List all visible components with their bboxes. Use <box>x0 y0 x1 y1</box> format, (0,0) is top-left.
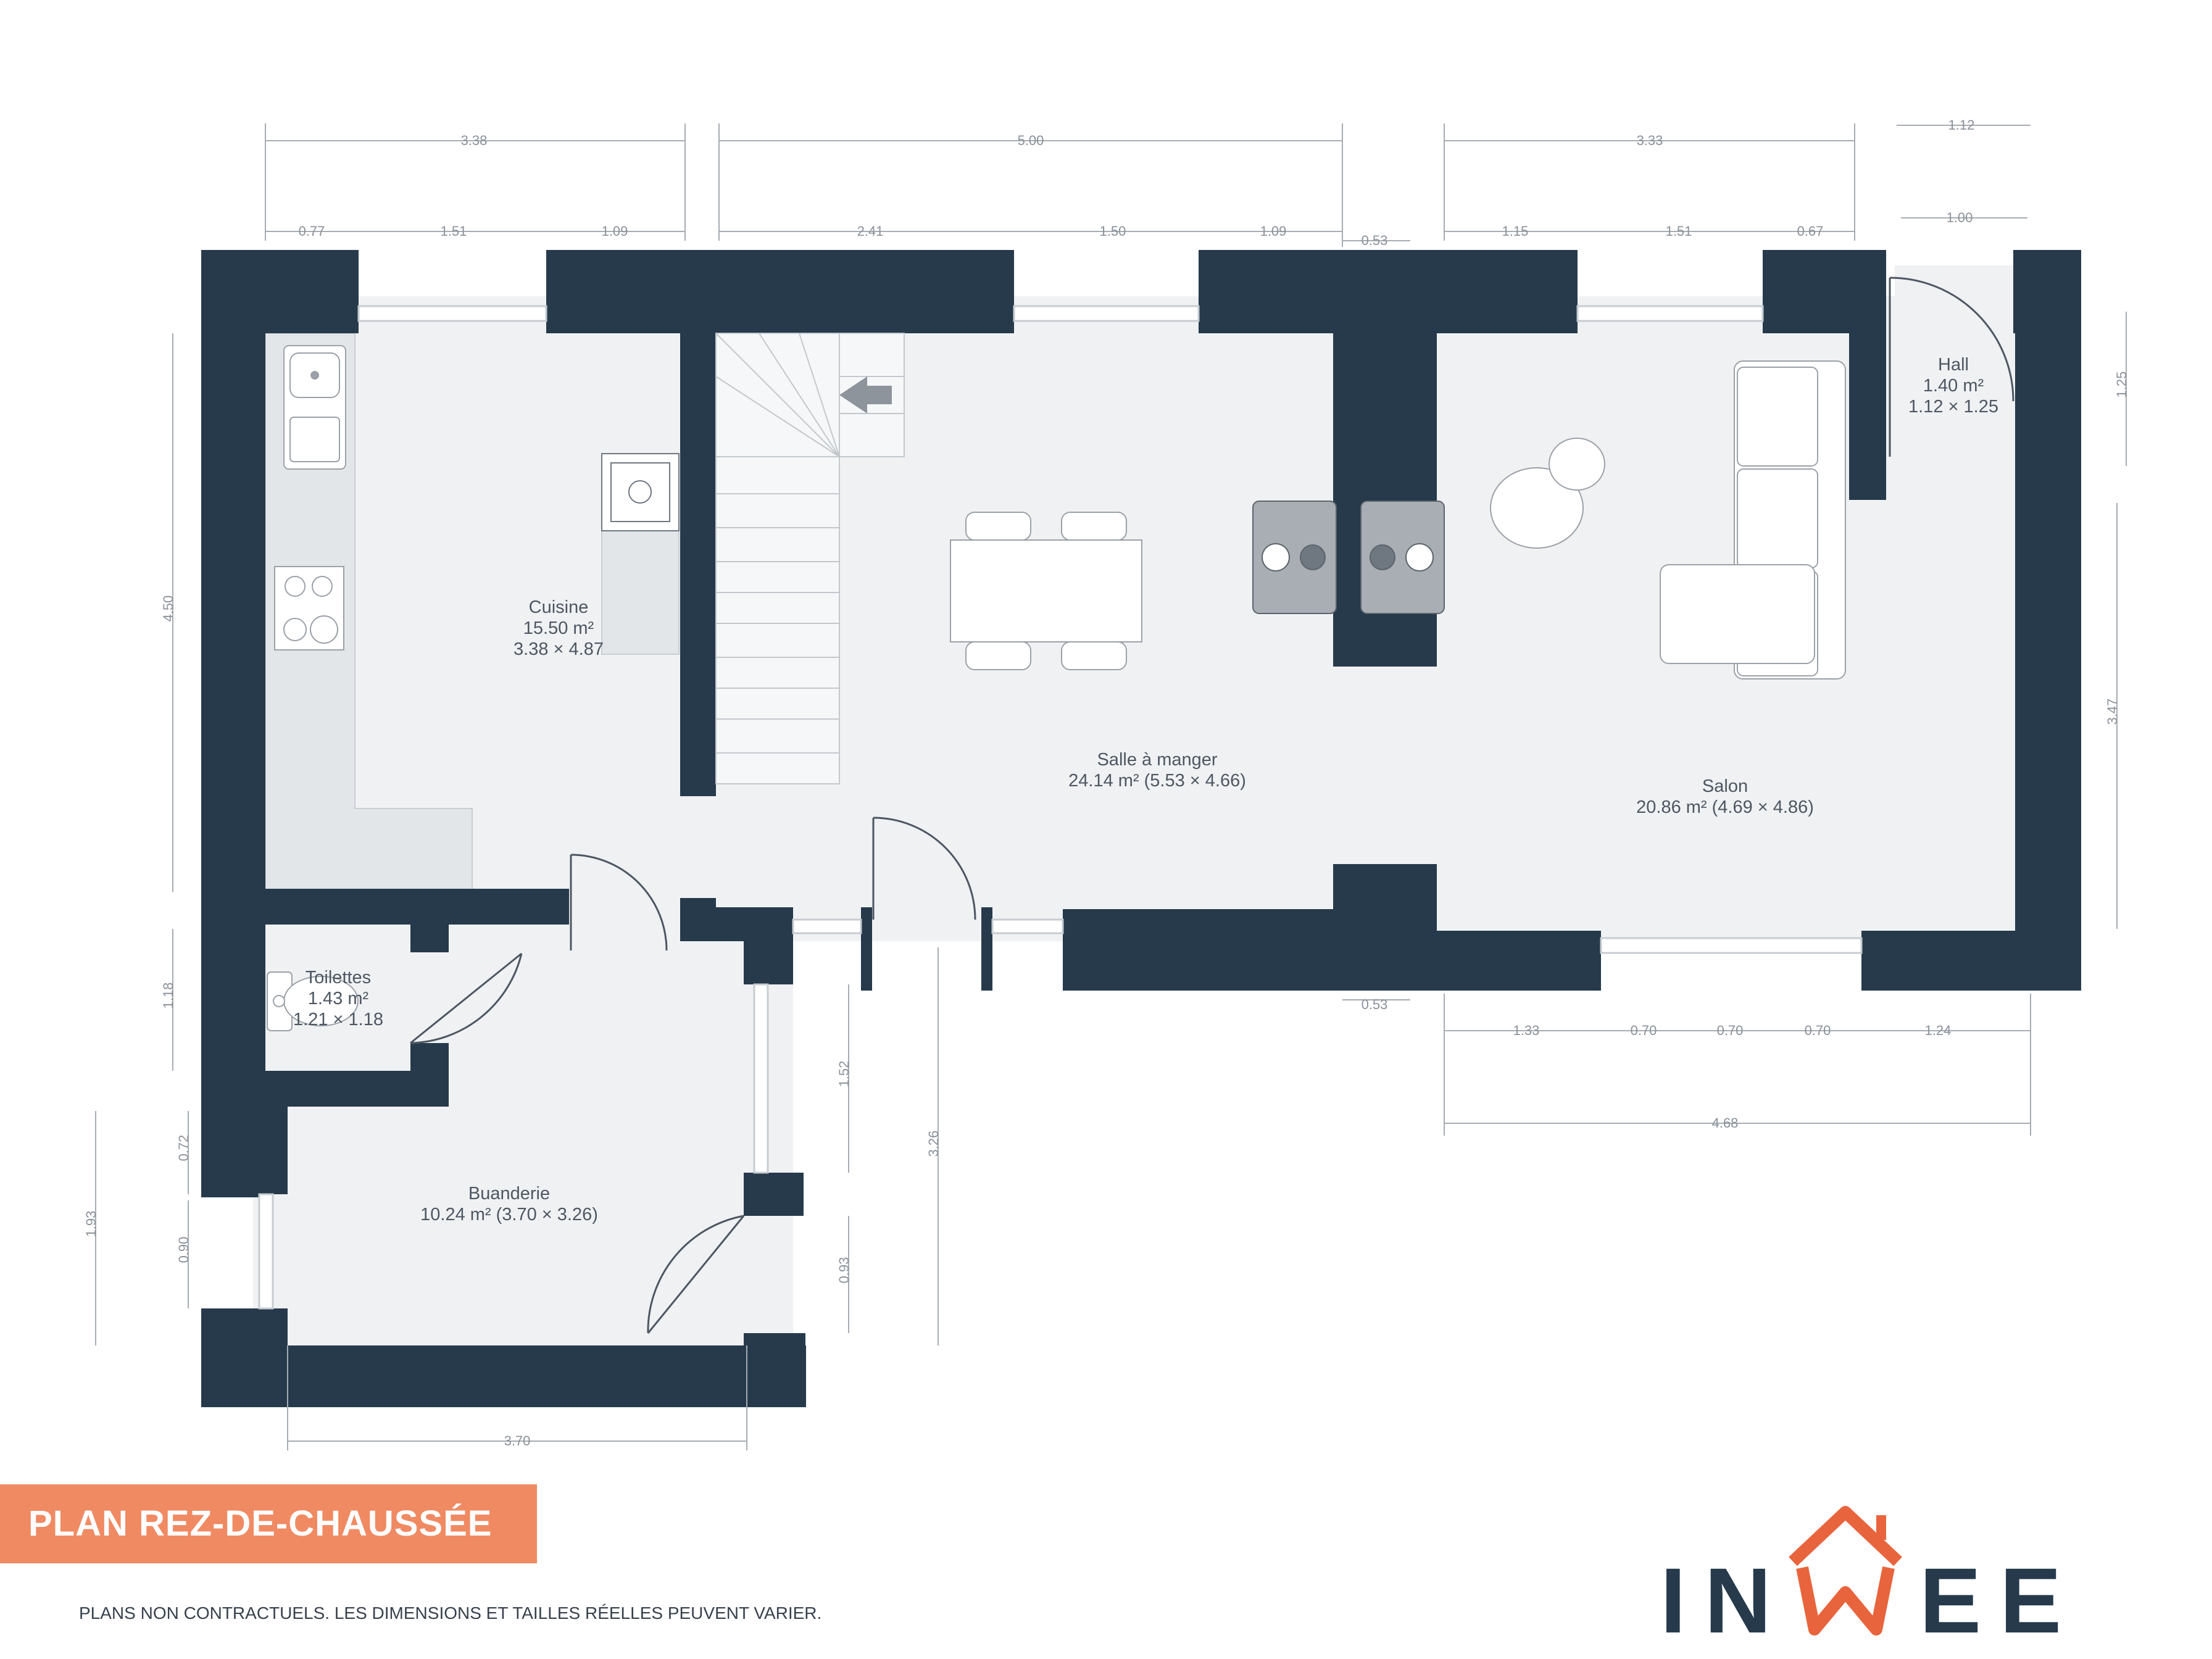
sofa <box>1660 360 1846 680</box>
dim-seg-5: 1.50 <box>1100 223 1126 239</box>
dim-seg-3: 1.09 <box>602 223 628 239</box>
dim-buanderie-bottom: 3.70 <box>504 1433 531 1449</box>
dim-buanderie-1: 1.52 <box>836 1061 852 1087</box>
dimension-labels: 3.38 5.00 3.33 1.12 0.77 1.51 1.09 2.41 … <box>83 117 2129 1449</box>
room-dims-hall: 1.12 × 1.25 <box>1908 397 1998 417</box>
dim-seg-6: 1.09 <box>1260 223 1287 239</box>
stove-icon <box>1252 501 1445 614</box>
dim-buanderie-3: 3.26 <box>926 1131 941 1157</box>
room-name-cuisine: Cuisine <box>529 597 589 617</box>
inwee-logo: IN EE <box>1660 1506 2068 1648</box>
plan-title-badge: PLAN REZ-DE-CHAUSSÉE <box>0 1484 537 1563</box>
room-area-toilettes: 1.43 m² <box>308 989 369 1008</box>
house-roof-icon <box>1789 1506 1902 1636</box>
sink-icon <box>283 345 346 470</box>
dim-bot-1: 0.53 <box>1362 997 1388 1012</box>
doors <box>410 276 2014 1334</box>
dim-left-2: 1.18 <box>160 983 176 1009</box>
dim-seg-8: 1.15 <box>1502 223 1529 239</box>
dim-bot-5: 0.70 <box>1805 1023 1831 1038</box>
dim-seg-1: 0.77 <box>299 223 325 239</box>
dim-top-4: 1.12 <box>1948 117 1975 133</box>
dim-seg-10: 0.67 <box>1797 223 1824 239</box>
windows <box>258 305 1863 1310</box>
room-name-hall: Hall <box>1938 355 1969 375</box>
room-area-cuisine: 15.50 m² <box>523 618 594 638</box>
dim-right-2: 3.47 <box>2105 699 2120 725</box>
disclaimer-text: PLANS NON CONTRACTUELS. LES DIMENSIONS E… <box>79 1603 822 1623</box>
room-dims-toilettes: 1.21 × 1.18 <box>293 1010 383 1029</box>
dim-bot-4: 0.70 <box>1717 1023 1744 1038</box>
fan-icon <box>601 453 680 531</box>
dim-bot-6: 1.24 <box>1925 1023 1952 1038</box>
dim-seg-2: 1.51 <box>441 223 467 239</box>
dim-seg-11: 1.00 <box>1947 210 1973 225</box>
dim-bot-3: 0.70 <box>1631 1023 1657 1038</box>
dim-top-2: 5.00 <box>1018 133 1044 148</box>
room-dims-cuisine: 3.38 × 4.87 <box>514 639 604 659</box>
room-name-salle: Salle à manger <box>1097 750 1217 770</box>
dim-seg-9: 1.51 <box>1666 223 1692 239</box>
dim-left-3: 0.72 <box>176 1135 191 1162</box>
dim-top-1: 3.38 <box>461 133 488 148</box>
dim-left-1: 4.50 <box>160 596 176 622</box>
dim-right-1: 1.25 <box>2114 372 2129 398</box>
room-area-salle: 24.14 m² (5.53 × 4.66) <box>1068 771 1246 791</box>
dining-table <box>950 512 1142 670</box>
room-name-salon: Salon <box>1702 776 1748 796</box>
staircase <box>715 333 905 784</box>
dim-seg-4: 2.41 <box>857 223 884 239</box>
toilet-icon <box>267 971 359 1031</box>
dimension-lines <box>95 123 2127 1450</box>
dim-buanderie-2: 0.93 <box>836 1257 852 1284</box>
brand-text-right: EE <box>1919 1549 2068 1648</box>
dim-top-3: 3.33 <box>1637 133 1663 148</box>
walls <box>201 250 2081 1407</box>
dim-seg-7: 0.53 <box>1362 233 1388 248</box>
dim-bot-overall: 4.68 <box>1712 1115 1739 1131</box>
dim-left-5: 1.93 <box>83 1211 99 1237</box>
room-area-buanderie: 10.24 m² (3.70 × 3.26) <box>420 1205 598 1224</box>
room-name-toilettes: Toilettes <box>306 968 371 988</box>
dim-bot-2: 1.33 <box>1513 1023 1540 1038</box>
room-area-salon: 20.86 m² (4.69 × 4.86) <box>1636 797 1814 817</box>
hob-icon <box>274 566 344 651</box>
armchair-icon <box>1490 438 1605 549</box>
brand-text-left: IN <box>1660 1549 1790 1648</box>
dim-left-4: 0.90 <box>176 1237 191 1263</box>
room-name-buanderie: Buanderie <box>468 1184 550 1204</box>
room-labels: Cuisine 15.50 m² 3.38 × 4.87 Salle à man… <box>293 355 1998 1224</box>
room-area-hall: 1.40 m² <box>1923 376 1984 396</box>
